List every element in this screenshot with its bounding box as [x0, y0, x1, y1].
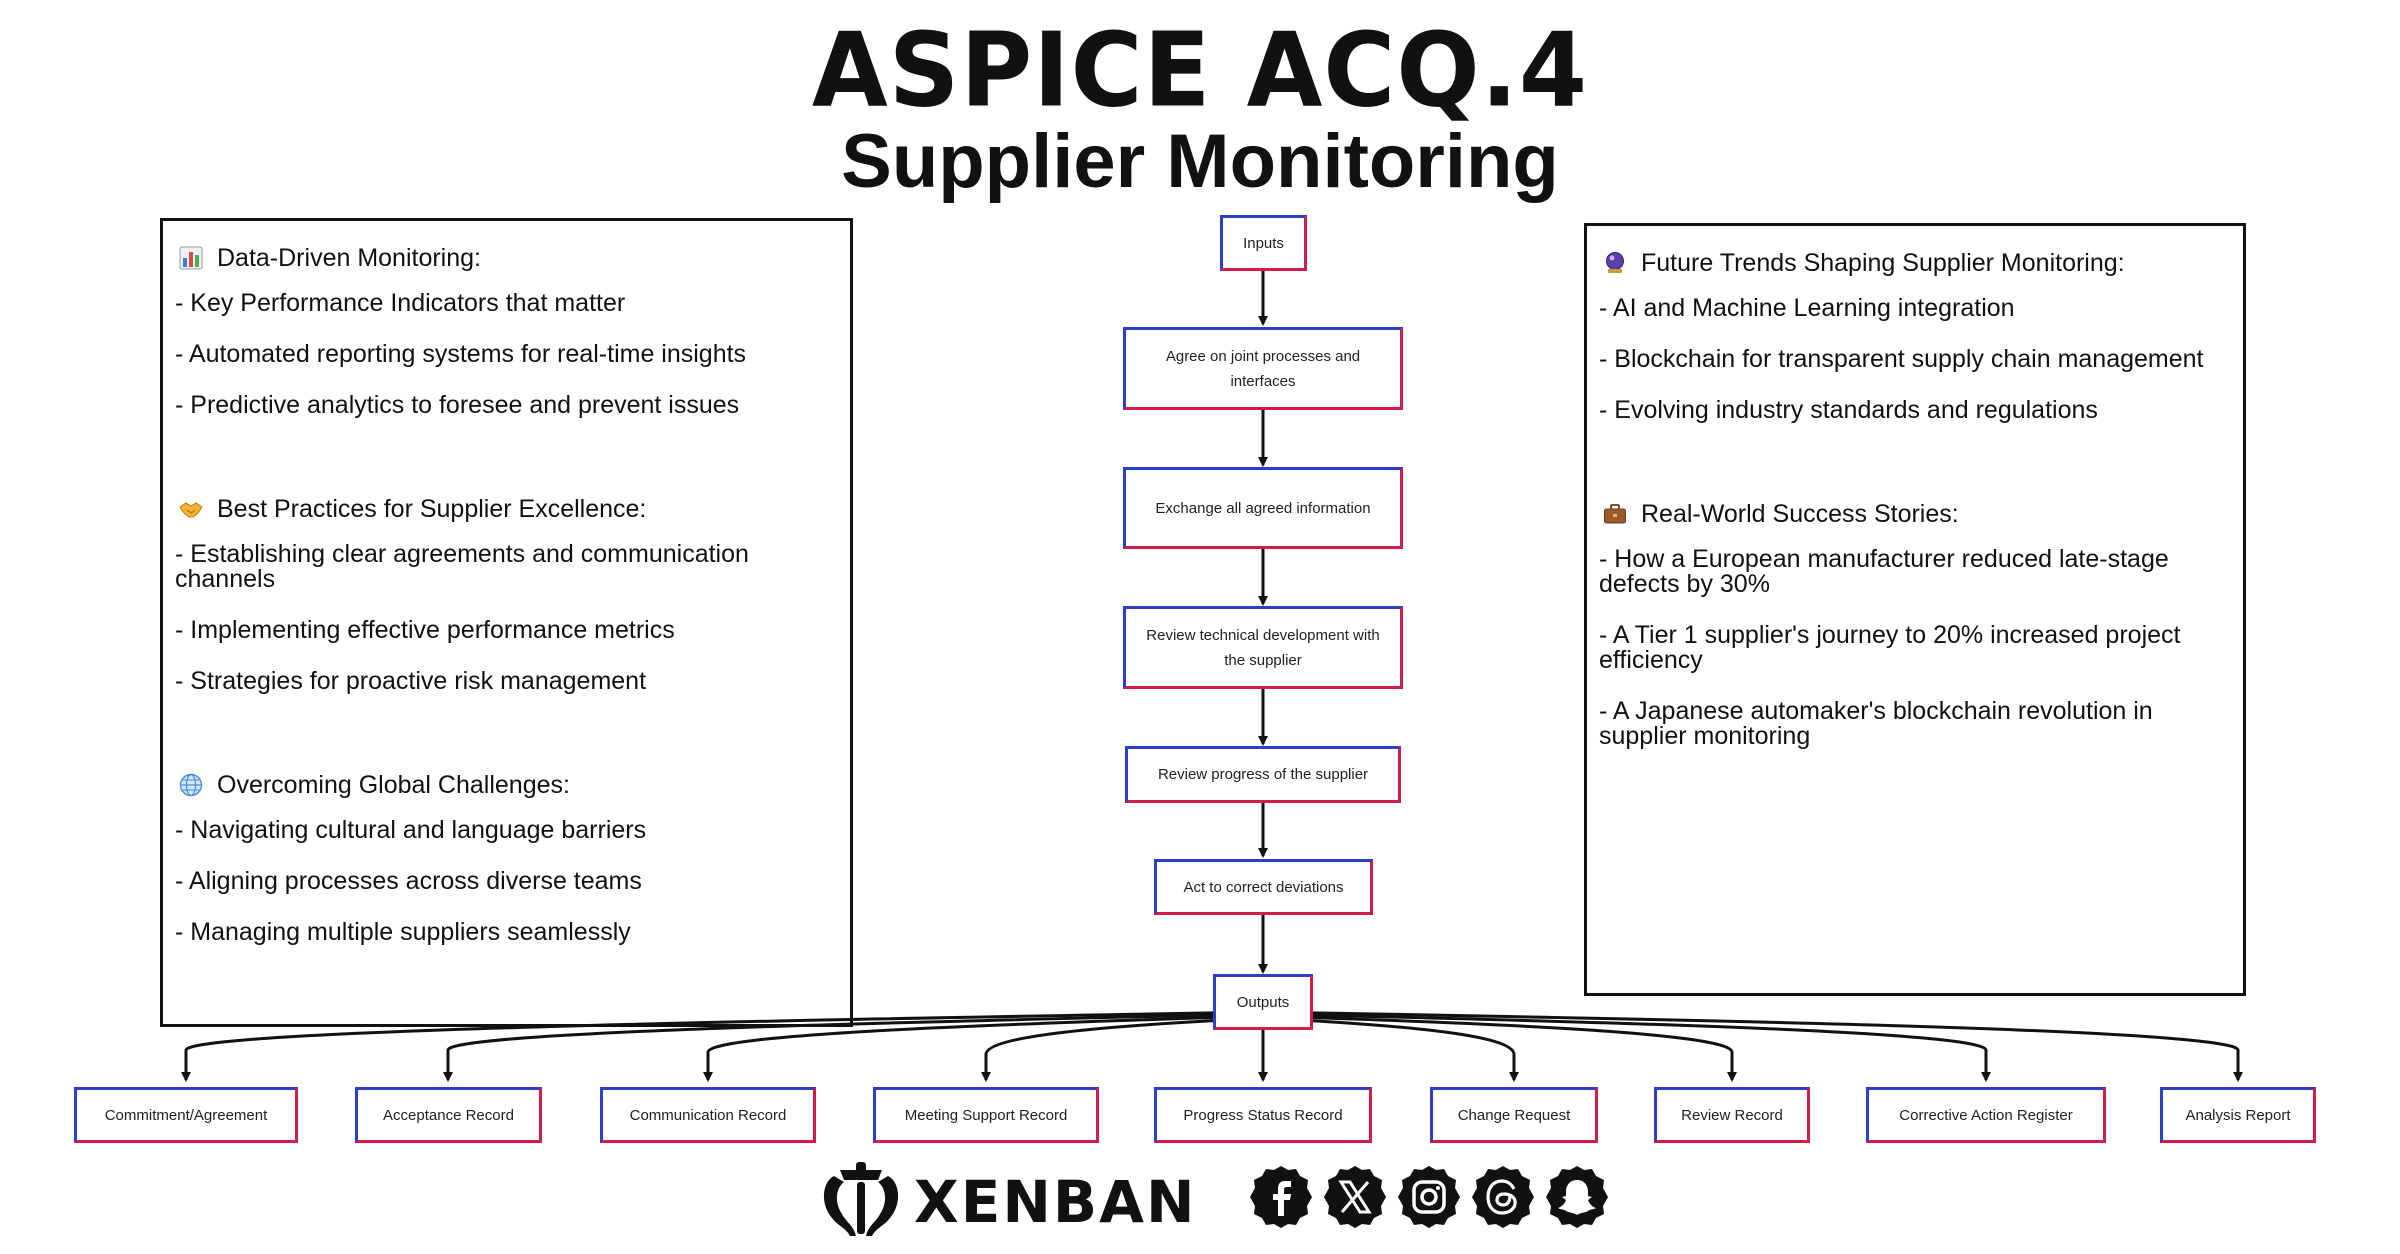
- output-meeting-support-record: Meeting Support Record: [873, 1087, 1099, 1143]
- output-acceptance-record: Acceptance Record: [355, 1087, 542, 1143]
- list-item: - Navigating cultural and language barri…: [175, 816, 647, 844]
- facebook-icon[interactable]: [1248, 1164, 1314, 1230]
- list-item: - Establishing clear agreements and comm…: [175, 540, 749, 593]
- list-item: - Automated reporting systems for real-t…: [175, 340, 747, 368]
- best-practices-section: Best Practices for Supplier Excellence: …: [175, 494, 836, 694]
- section-heading-text: Data-Driven Monitoring:: [217, 244, 481, 272]
- crystal-ball-icon: [1606, 252, 1624, 273]
- step-act-correct: Act to correct deviations: [1154, 859, 1373, 915]
- output-corrective-action-register: Corrective Action Register: [1866, 1087, 2106, 1143]
- instagram-icon[interactable]: [1396, 1164, 1462, 1230]
- output-analysis-report: Analysis Report: [2160, 1087, 2316, 1143]
- section-heading-text: Best Practices for Supplier Excellence:: [217, 495, 647, 523]
- list-item: - Evolving industry standards and regula…: [1599, 396, 2098, 424]
- list-item: - Blockchain for transparent supply chai…: [1599, 345, 2204, 373]
- handshake-icon: [179, 502, 203, 518]
- output-communication-record: Communication Record: [600, 1087, 816, 1143]
- right-info-panel: Future Trends Shaping Supplier Monitorin…: [1584, 223, 2246, 996]
- threads-icon[interactable]: [1470, 1164, 1536, 1230]
- list-item: - Implementing effective performance met…: [175, 616, 675, 644]
- list-item: - Key Performance Indicators that matter: [175, 289, 626, 317]
- step-exchange-information: Exchange all agreed information: [1123, 467, 1403, 549]
- xenban-logo-icon: [823, 1162, 899, 1236]
- arrow-outputs-to-review: [1262, 1014, 1737, 1082]
- output-progress-status-record: Progress Status Record: [1154, 1087, 1372, 1143]
- step-review-technical: Review technical development with the su…: [1123, 606, 1403, 689]
- output-commitment-agreement: Commitment/Agreement: [74, 1087, 298, 1143]
- section-heading-text: Future Trends Shaping Supplier Monitorin…: [1641, 249, 2125, 277]
- output-review-record: Review Record: [1654, 1087, 1810, 1143]
- section-heading: Overcoming Global Challenges:: [175, 770, 836, 800]
- bar-chart-icon: [179, 246, 203, 270]
- section-heading: Future Trends Shaping Supplier Monitorin…: [1599, 248, 2229, 278]
- inputs-box: Inputs: [1220, 215, 1307, 271]
- list-item: - Predictive analytics to foresee and pr…: [175, 391, 740, 419]
- data-driven-section: Data-Driven Monitoring: - Key Performanc…: [175, 243, 836, 418]
- list-item: - AI and Machine Learning integration: [1599, 294, 2015, 322]
- main-title: ASPICE ACQ.4: [811, 11, 1589, 131]
- xenban-logo[interactable]: XENBAN: [816, 1156, 1196, 1244]
- global-challenges-section: Overcoming Global Challenges: - Navigati…: [175, 770, 836, 945]
- future-trends-section: Future Trends Shaping Supplier Monitorin…: [1599, 248, 2229, 423]
- arrow-outputs-to-corrective: [1262, 1012, 1991, 1082]
- left-info-panel: Data-Driven Monitoring: - Key Performanc…: [160, 218, 853, 1027]
- section-heading: Data-Driven Monitoring:: [175, 243, 836, 273]
- step-review-progress: Review progress of the supplier: [1125, 746, 1401, 803]
- success-stories-section: Real-World Success Stories: - How a Euro…: [1599, 499, 2229, 749]
- section-heading-text: Real-World Success Stories:: [1641, 500, 1959, 528]
- outputs-box: Outputs: [1213, 974, 1313, 1030]
- x-icon[interactable]: [1322, 1164, 1388, 1230]
- brand-name: XENBAN: [914, 1168, 1197, 1236]
- list-item: - Aligning processes across diverse team…: [175, 867, 642, 895]
- globe-icon: [179, 773, 203, 797]
- briefcase-icon: [1604, 504, 1626, 524]
- section-heading-text: Overcoming Global Challenges:: [217, 771, 570, 799]
- list-item: - Strategies for proactive risk manageme…: [175, 667, 647, 695]
- arrow-outputs-to-analysis: [1262, 1010, 2243, 1082]
- list-item: - A Tier 1 supplier's journey to 20% inc…: [1599, 621, 2181, 674]
- subtitle: Supplier Monitoring: [841, 119, 1559, 204]
- list-item: - A Japanese automaker's blockchain revo…: [1599, 697, 2153, 750]
- snapchat-icon[interactable]: [1544, 1164, 1610, 1230]
- output-change-request: Change Request: [1430, 1087, 1598, 1143]
- list-item: - How a European manufacturer reduced la…: [1599, 545, 2169, 598]
- step-agree-processes: Agree on joint processes and interfaces: [1123, 327, 1403, 410]
- list-item: - Managing multiple suppliers seamlessly: [175, 918, 631, 946]
- section-heading: Real-World Success Stories:: [1599, 499, 2229, 529]
- section-heading: Best Practices for Supplier Excellence:: [175, 494, 836, 524]
